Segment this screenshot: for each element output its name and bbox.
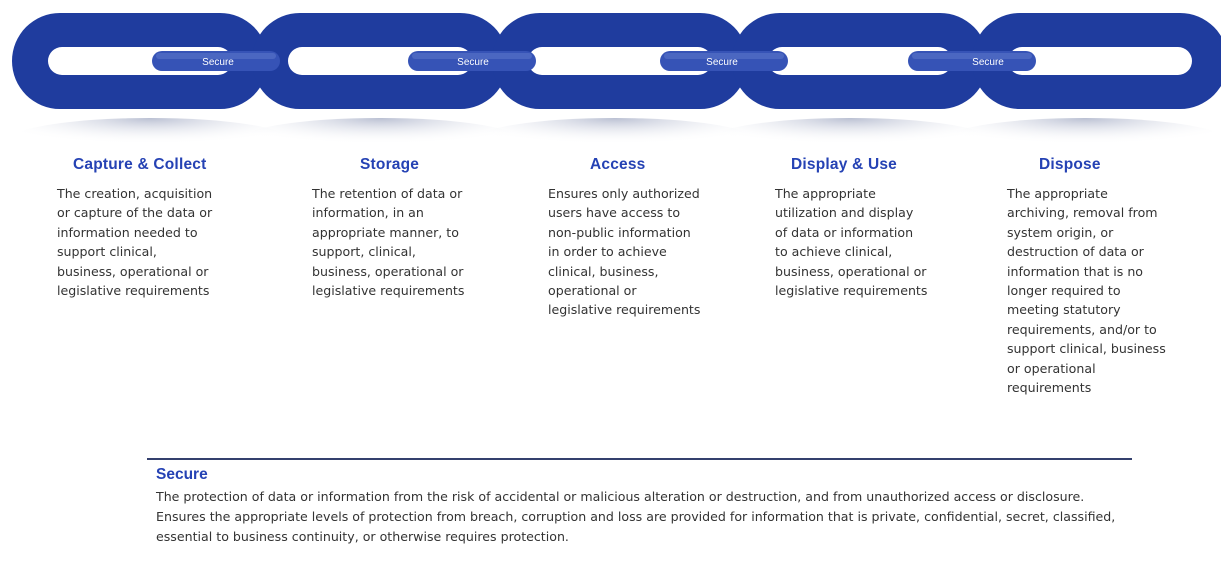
- chain-links: [12, 13, 1221, 109]
- connector-link: Secure: [152, 51, 280, 71]
- stage-title: Display & Use: [791, 156, 897, 173]
- stage-dispose: Dispose The appropriate archiving, remov…: [1007, 150, 1212, 397]
- secure-section: Secure The protection of data or informa…: [156, 466, 1156, 547]
- stage-access: Access Ensures only authorized users hav…: [548, 150, 748, 320]
- chain-link: [12, 13, 268, 109]
- link-reflection: [10, 118, 290, 150]
- chain-connectors: Secure Secure Secure Secure: [152, 51, 1036, 71]
- stage-capture-collect: Capture & Collect The creation, acquisit…: [57, 150, 262, 300]
- section-divider: [147, 458, 1132, 460]
- connector-link: Secure: [660, 51, 788, 71]
- chain-link: [732, 13, 988, 109]
- stage-description: The appropriate archiving, removal from …: [1007, 186, 1166, 396]
- stage-description: The retention of data or information, in…: [312, 186, 465, 299]
- chain-reflections: [10, 118, 1221, 150]
- stage-title: Dispose: [1039, 156, 1101, 173]
- link-reflection: [475, 118, 755, 150]
- chain-link: [252, 13, 508, 109]
- stage-description: The appropriate utilization and display …: [775, 186, 928, 299]
- chain-graphic: Secure Secure Secure Secure: [10, 13, 1221, 150]
- connector-label: Secure: [972, 57, 1004, 68]
- connector-label: Secure: [457, 57, 489, 68]
- connector-label: Secure: [202, 57, 234, 68]
- stage-description: Ensures only authorized users have acces…: [548, 186, 701, 318]
- stage-storage: Storage The retention of data or informa…: [312, 150, 512, 300]
- connector-link: Secure: [408, 51, 536, 71]
- chain-link: [972, 13, 1221, 109]
- secure-title: Secure: [156, 466, 208, 483]
- connector-label: Secure: [706, 57, 738, 68]
- stage-title: Capture & Collect: [73, 156, 207, 173]
- link-reflection: [240, 118, 520, 150]
- link-reflection: [710, 118, 990, 150]
- stage-display-use: Display & Use The appropriate utilizatio…: [775, 150, 985, 300]
- connector-link: Secure: [908, 51, 1036, 71]
- stage-title: Access: [590, 156, 646, 173]
- stage-description: The creation, acquisition or capture of …: [57, 186, 213, 299]
- chain-link: [492, 13, 748, 109]
- link-reflection: [945, 118, 1221, 150]
- stage-title: Storage: [360, 156, 420, 173]
- secure-description: The protection of data or information fr…: [156, 489, 1116, 544]
